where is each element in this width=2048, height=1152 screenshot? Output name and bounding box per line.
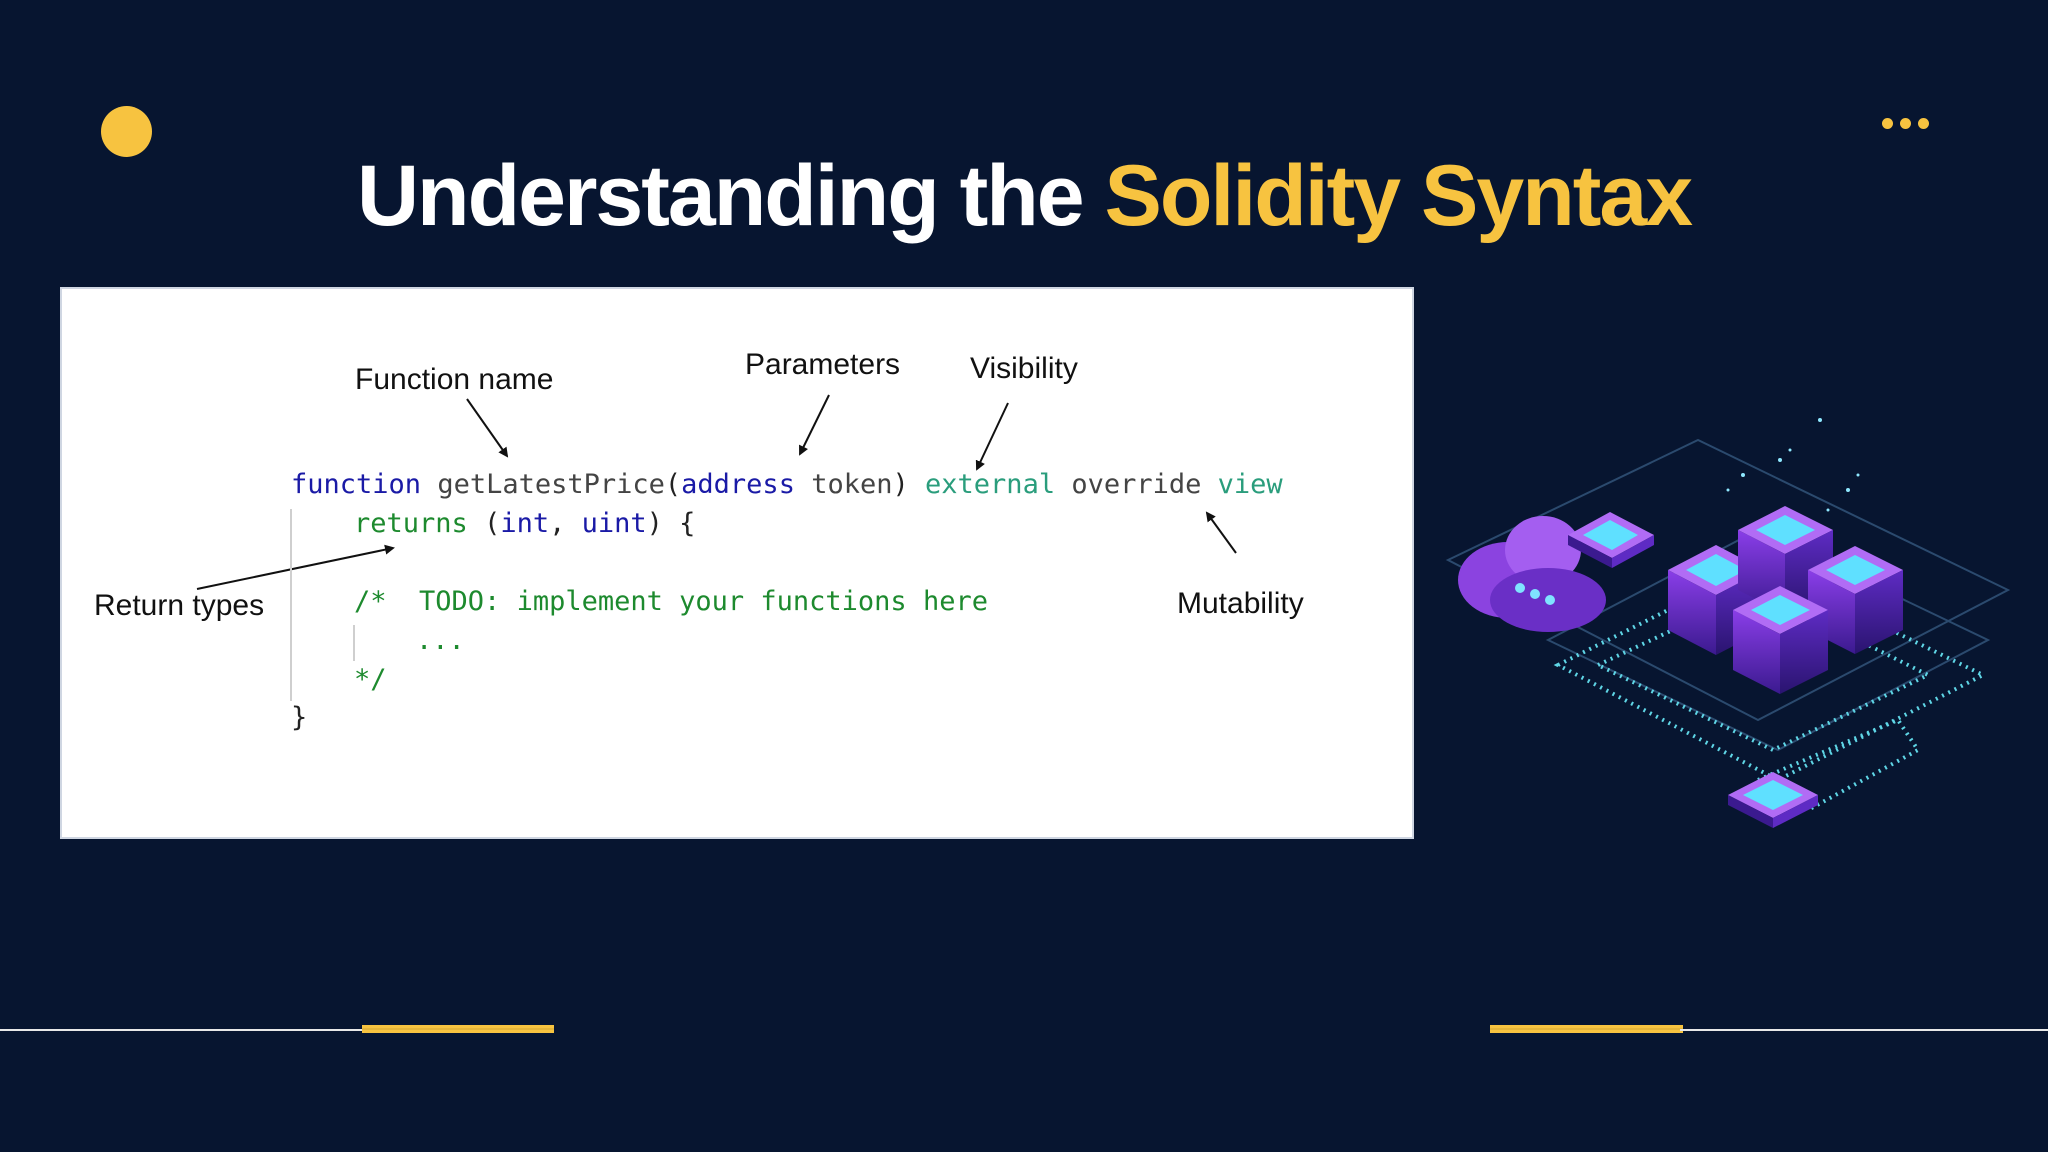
- slide-title: Understanding the Solidity Syntax: [0, 146, 2048, 246]
- annotation-arrows: [196, 394, 1237, 701]
- annotation-function-name: Function name: [355, 363, 554, 396]
- close-paren: ): [892, 469, 909, 500]
- bottom-line-left: [0, 1029, 370, 1031]
- decorative-circle: [101, 106, 152, 157]
- close-brace-open: ) {: [646, 508, 696, 539]
- comment-ellipsis: ...: [416, 625, 465, 656]
- todo-comment: TODO: implement your functions here: [419, 586, 988, 617]
- comment-open: /*: [354, 586, 387, 617]
- override-keyword: override: [1071, 469, 1202, 500]
- visibility-keyword: external: [925, 469, 1056, 500]
- type-int: int: [500, 508, 550, 539]
- function-name: getLatestPrice: [437, 469, 665, 500]
- annotation-mutability: Mutability: [1177, 587, 1304, 620]
- more-dots-icon: [1882, 118, 1929, 129]
- keyword-function: function: [291, 469, 422, 500]
- code-line-6: }: [291, 702, 307, 734]
- title-text-white: Understanding the: [356, 148, 1105, 244]
- returns-open-paren: (: [484, 508, 501, 539]
- keyword-returns: returns: [354, 508, 468, 539]
- param-token: token: [811, 469, 893, 500]
- closing-brace: }: [291, 702, 308, 733]
- code-line-2: returns (int, uint) {: [354, 508, 695, 540]
- annotation-return-types: Return types: [94, 589, 265, 622]
- code-line-5: */: [354, 664, 387, 696]
- code-line-1: function getLatestPrice(address token) e…: [291, 469, 1283, 501]
- accent-bar-right: [1490, 1025, 1683, 1033]
- blockchain-servers-illustration: [1445, 418, 2011, 828]
- annotation-parameters: Parameters: [745, 348, 901, 381]
- annotation-visibility: Visibility: [970, 352, 1078, 385]
- comment-close: */: [354, 664, 387, 695]
- accent-bar-left: [362, 1025, 554, 1033]
- code-panel: Function name Parameters Visibility Retu…: [60, 287, 1414, 839]
- open-paren: (: [664, 469, 682, 500]
- comma: ,: [549, 508, 566, 539]
- code-line-4: ...: [416, 625, 465, 657]
- cloud-icon: [1458, 516, 1606, 632]
- type-address: address: [681, 469, 795, 500]
- code-line-3: /* TODO: implement your functions here: [354, 586, 988, 618]
- bottom-line-right: [1680, 1029, 2048, 1031]
- title-text-accent: Solidity Syntax: [1104, 148, 1693, 244]
- type-uint: uint: [581, 508, 647, 539]
- mutability-keyword: view: [1217, 469, 1283, 500]
